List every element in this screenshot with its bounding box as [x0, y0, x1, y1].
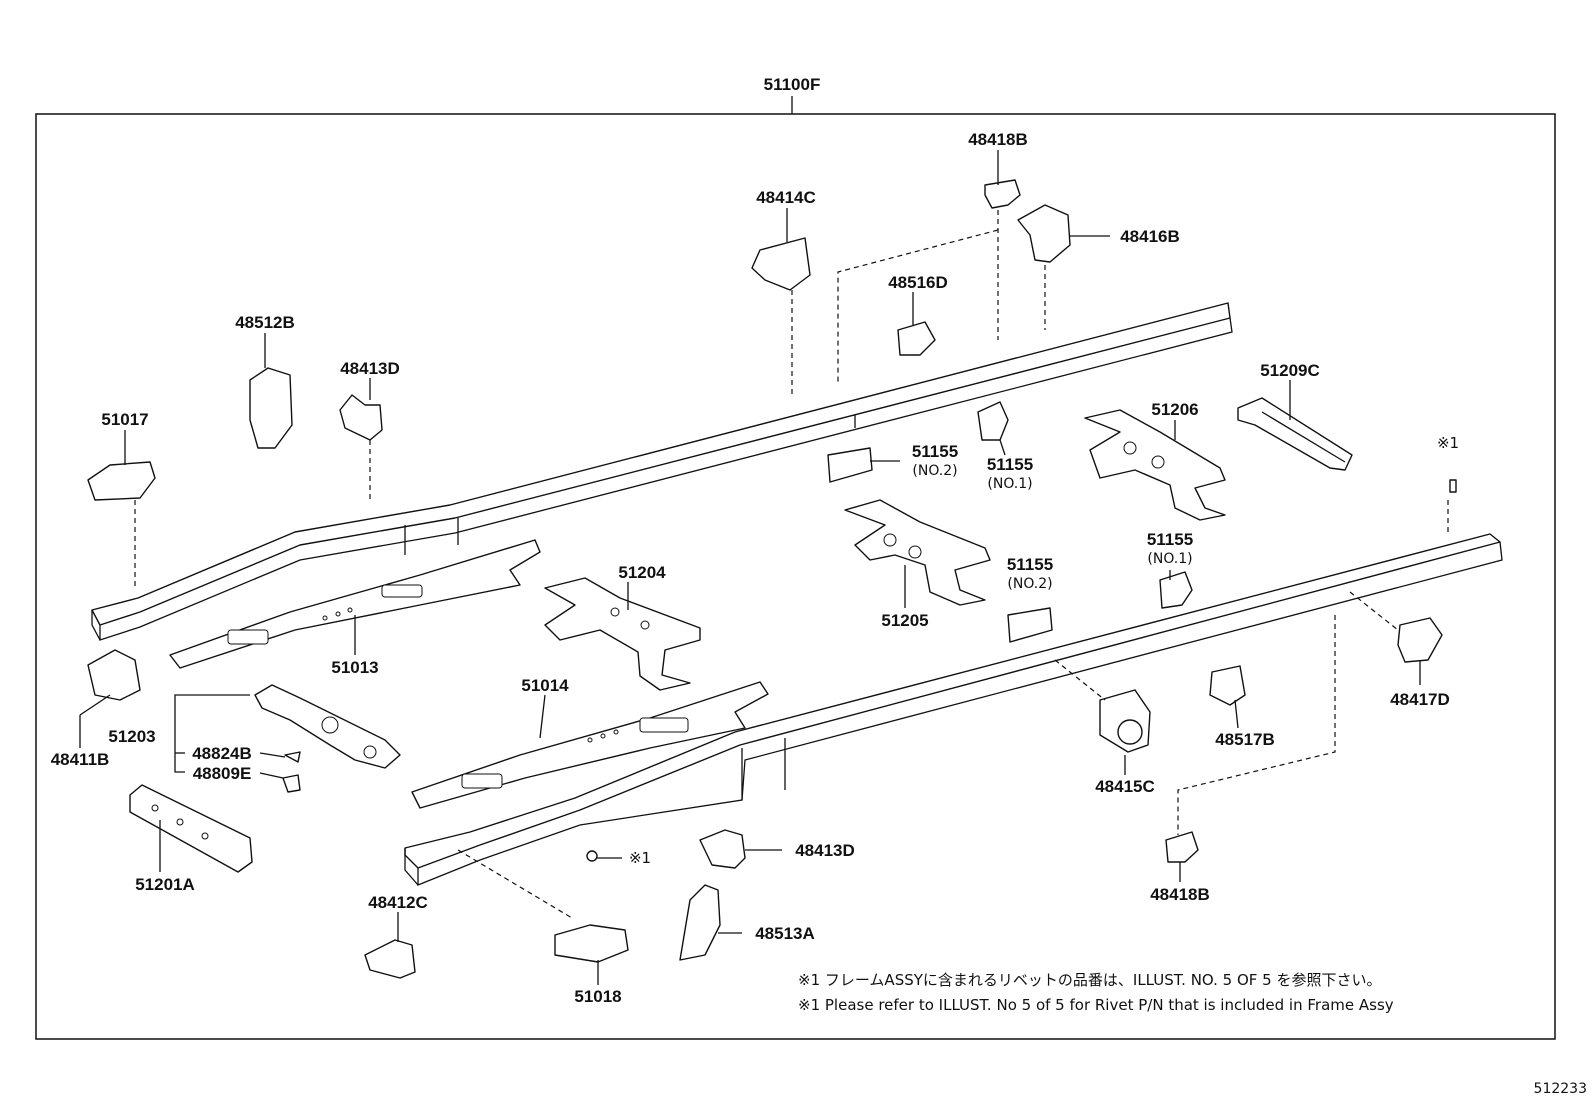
- part-label-51018[interactable]: 51018: [574, 987, 621, 1006]
- part-label-51017[interactable]: 51017: [101, 410, 148, 429]
- note-english: ※1 Please refer to ILLUST. No 5 of 5 for…: [798, 996, 1394, 1014]
- part-label-51201A[interactable]: 51201A: [135, 875, 195, 894]
- bracket-shapes: [87, 179, 1457, 979]
- part-label-51013[interactable]: 51013: [331, 658, 378, 677]
- crossmember-51201A: [129, 784, 253, 873]
- part-label-48412C[interactable]: 48412C: [368, 893, 428, 912]
- part-label-51155-no1-top[interactable]: 51155: [987, 455, 1033, 474]
- crossmember-51206: [1084, 409, 1226, 521]
- crossmember-51209C: [1237, 397, 1353, 471]
- rivet-mark-bottom: ※1: [629, 849, 651, 867]
- part-label-48415C[interactable]: 48415C: [1095, 777, 1155, 796]
- reinforcement-51014: [411, 681, 769, 809]
- sublabel-no1-right: (NO.1): [1147, 551, 1192, 567]
- part-label-48517B[interactable]: 48517B: [1215, 730, 1275, 749]
- sublabel-no1-top: (NO.1): [987, 476, 1032, 492]
- main-assembly-label[interactable]: 51100F: [764, 75, 821, 94]
- note-japanese: ※1 フレームASSYに含まれるリベットの品番は、ILLUST. NO. 5 O…: [798, 971, 1382, 989]
- part-label-51014[interactable]: 51014: [521, 676, 569, 695]
- part-label-51209C[interactable]: 51209C: [1260, 361, 1320, 380]
- rivet-mark-right: ※1: [1437, 434, 1459, 452]
- reinforcement-51013: [169, 539, 541, 669]
- part-label-48418B-bottom[interactable]: 48418B: [1150, 885, 1210, 904]
- sublabel-no2-top: (NO.2): [912, 463, 957, 479]
- part-label-51155-no1-right[interactable]: 51155: [1147, 530, 1193, 549]
- part-label-48809E[interactable]: 48809E: [193, 764, 252, 783]
- part-label-48411B[interactable]: 48411B: [51, 750, 110, 769]
- part-label-51204[interactable]: 51204: [618, 563, 666, 582]
- left-side-rail: [91, 302, 1233, 641]
- illustration-code: 512233: [1534, 1081, 1587, 1097]
- right-side-rail: [404, 533, 1503, 886]
- crossmember-51204: [544, 577, 701, 691]
- part-label-48413D-top[interactable]: 48413D: [340, 359, 400, 378]
- crossmember-51203-assy: [254, 684, 401, 769]
- part-label-51205[interactable]: 51205: [881, 611, 928, 630]
- part-label-48512B[interactable]: 48512B: [235, 313, 295, 332]
- part-label-51155-no2-mid[interactable]: 51155: [1007, 555, 1053, 574]
- leader-lines: [79, 150, 1449, 985]
- assembly-frame-box: [35, 113, 1556, 1040]
- part-label-48417D[interactable]: 48417D: [1390, 690, 1450, 709]
- part-label-48824B[interactable]: 48824B: [192, 744, 252, 763]
- crossmember-51205: [844, 499, 991, 606]
- part-label-51155-no2-top[interactable]: 51155: [912, 442, 958, 461]
- part-label-48416B[interactable]: 48416B: [1120, 227, 1180, 246]
- part-label-51203[interactable]: 51203: [108, 727, 155, 746]
- part-label-48413D-bottom[interactable]: 48413D: [795, 841, 855, 860]
- part-label-48418B-top[interactable]: 48418B: [968, 130, 1028, 149]
- part-label-48414C[interactable]: 48414C: [756, 188, 816, 207]
- sublabel-no2-mid: (NO.2): [1007, 576, 1052, 592]
- part-label-48513A[interactable]: 48513A: [755, 924, 815, 943]
- part-label-51206[interactable]: 51206: [1151, 400, 1198, 419]
- part-label-48516D[interactable]: 48516D: [888, 273, 948, 292]
